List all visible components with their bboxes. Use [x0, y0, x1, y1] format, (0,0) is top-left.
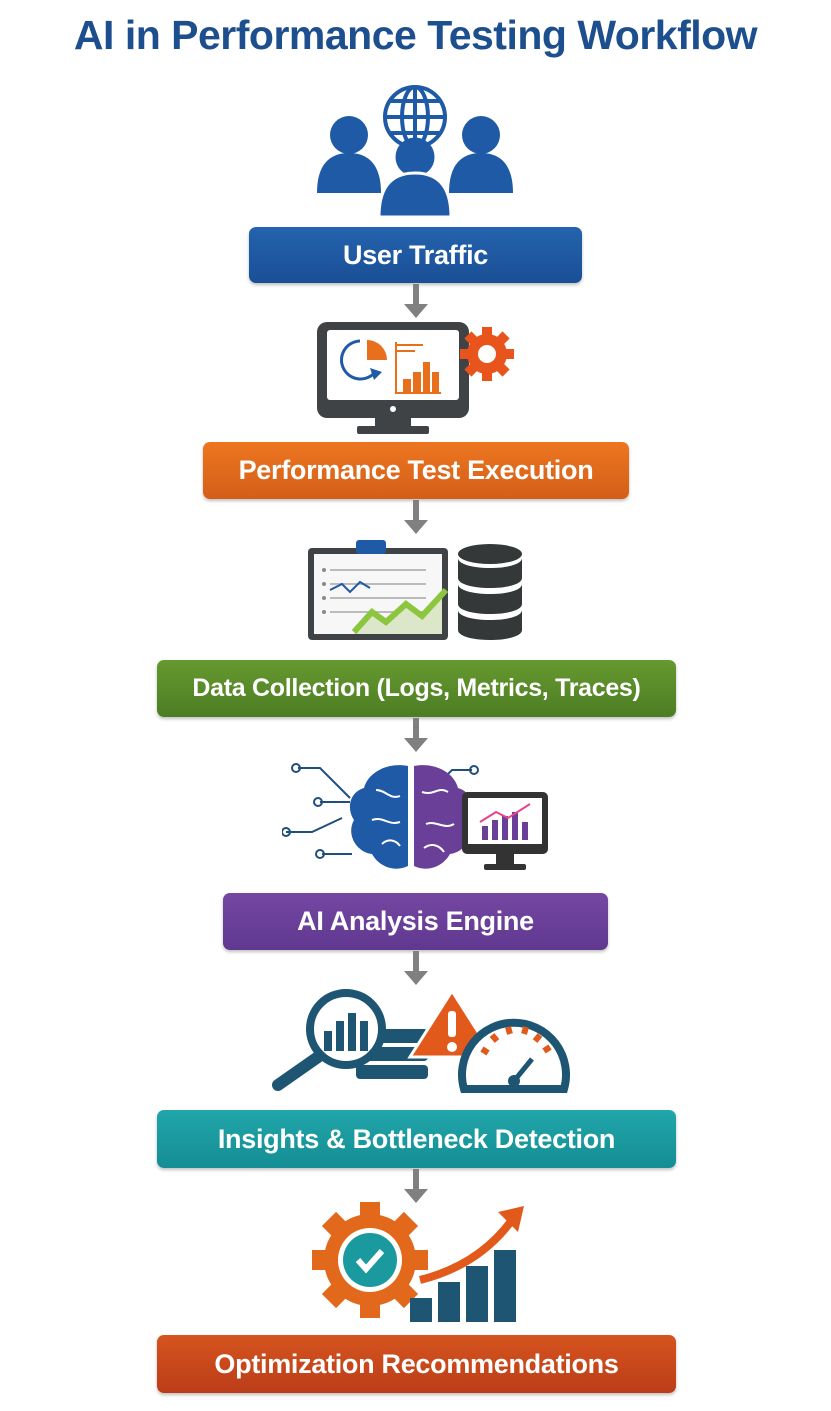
step-optimization-recommendations: Optimization Recommendations [157, 1335, 676, 1393]
step-insights-bottleneck-detection: Insights & Bottleneck Detection [157, 1110, 676, 1168]
monitor-gear-icon [317, 322, 514, 434]
step-label: User Traffic [343, 239, 488, 270]
step-label: AI Analysis Engine [297, 906, 534, 936]
step-user-traffic: User Traffic [249, 227, 582, 283]
clipboard-database-icon [308, 540, 522, 640]
arrow-down-icon [404, 951, 428, 985]
magnifier-warning-gauge-icon [272, 988, 570, 1093]
step-label: Data Collection (Logs, Metrics, Traces) [192, 674, 641, 702]
step-performance-test-execution: Performance Test Execution [203, 442, 629, 499]
gear-check-growth-icon [312, 1202, 524, 1322]
users-globe-icon [317, 85, 513, 217]
page-title: AI in Performance Testing Workflow [73, 12, 758, 58]
brain-monitor-icon [282, 763, 548, 870]
step-label: Insights & Bottleneck Detection [217, 1123, 616, 1154]
arrow-down-icon [404, 284, 428, 318]
arrow-down-icon [404, 1169, 428, 1203]
step-label: Performance Test Execution [238, 455, 594, 485]
step-ai-analysis-engine: AI Analysis Engine [223, 893, 608, 950]
step-label: Optimization Recommendations [214, 1348, 619, 1379]
arrow-down-icon [404, 718, 428, 752]
step-data-collection: Data Collection (Logs, Metrics, Traces) [157, 660, 676, 717]
arrow-down-icon [404, 500, 428, 534]
